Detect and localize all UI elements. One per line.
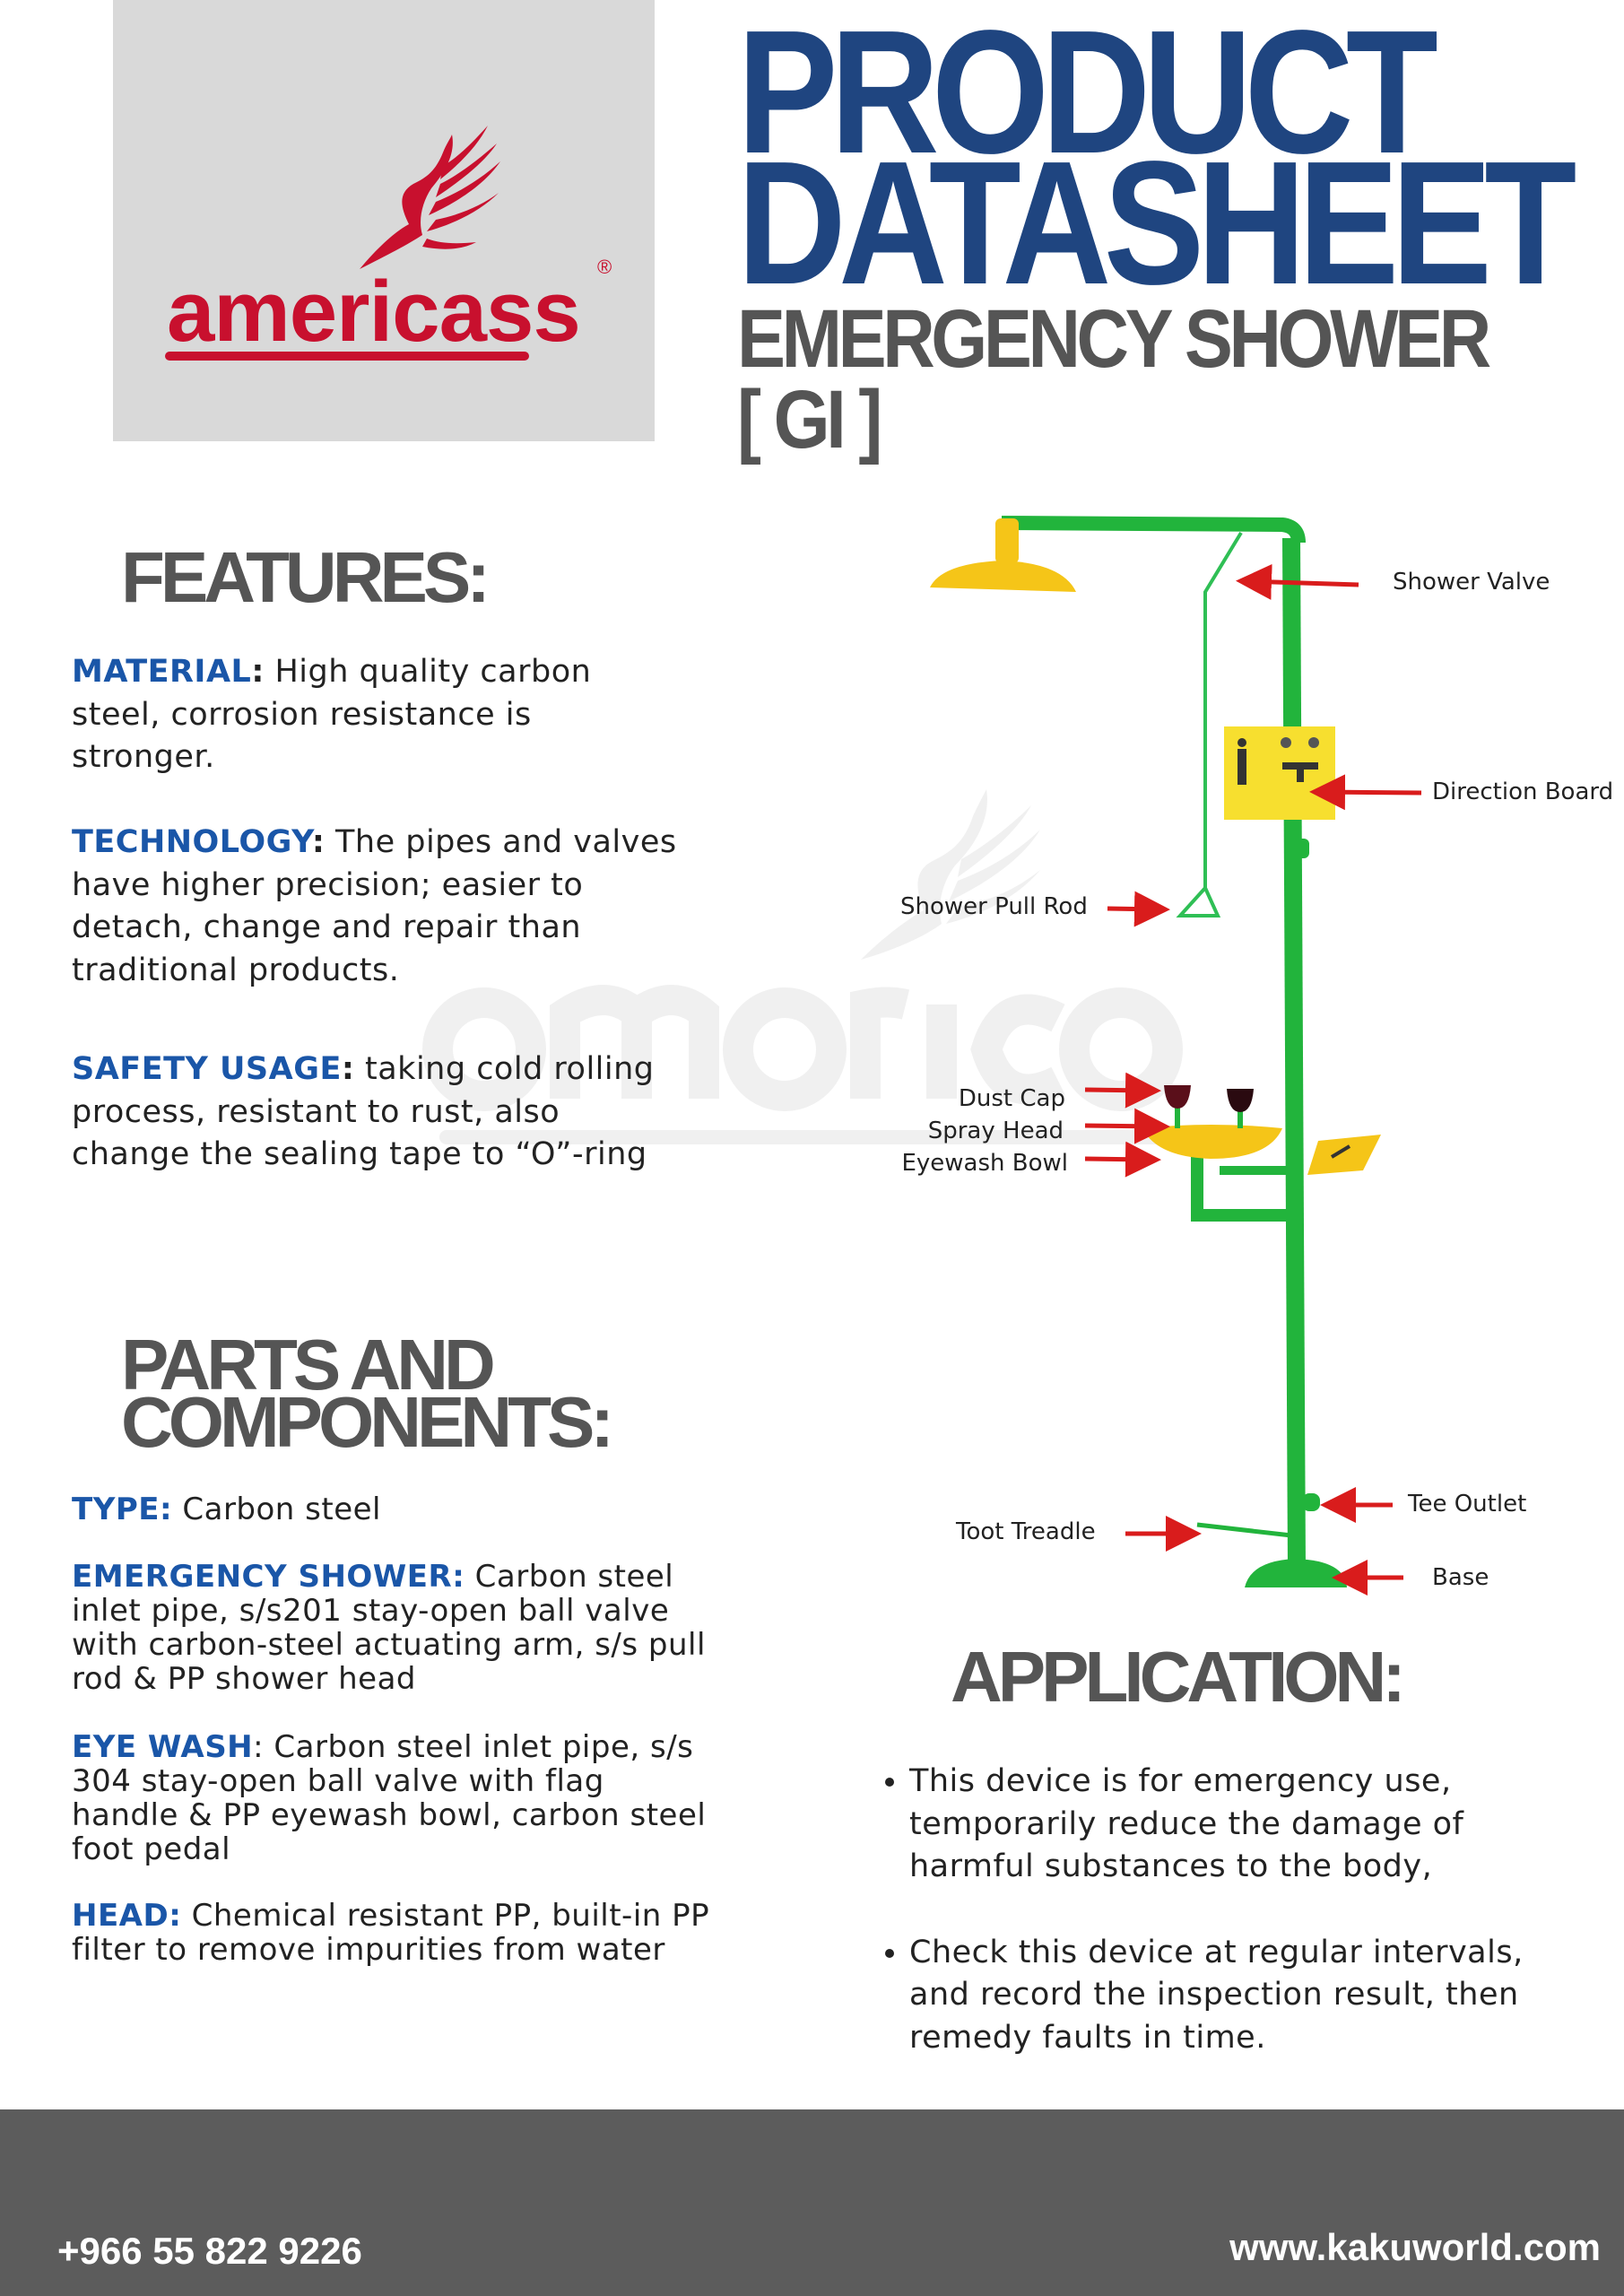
part-key: EYE WASH xyxy=(72,1729,254,1765)
application-list: This device is for emergency use, tempor… xyxy=(879,1761,1573,2102)
feature-technology: TECHNOLOGY: The pipes and valves have hi… xyxy=(72,822,682,992)
label-base: Base xyxy=(1432,1564,1489,1591)
feature-safety-usage: SAFETY USAGE: taking cold rolling proces… xyxy=(72,1048,682,1177)
product-variant: [ GI ] xyxy=(737,374,882,465)
callout-arrows xyxy=(1084,563,1422,1596)
label-tee-outlet: Tee Outlet xyxy=(1408,1491,1527,1518)
emergency-shower-diagram xyxy=(930,515,1422,1596)
part-text: Chemical resistant PP, built-in PP filte… xyxy=(72,1898,710,1968)
feature-key: TECHNOLOGY xyxy=(72,824,312,860)
logo-wordmark: americass xyxy=(167,264,580,360)
part-text: Carbon steel xyxy=(172,1492,381,1527)
part-key: EMERGENCY SHOWER: xyxy=(72,1559,465,1595)
wing-logo-icon: americass ® xyxy=(165,126,612,361)
parts-heading-line-2: COMPONENTS: xyxy=(121,1382,614,1462)
label-direction-board: Direction Board xyxy=(1432,778,1614,805)
part-key: HEAD: xyxy=(72,1898,182,1934)
footer: +966 55 822 9226 www.kakuworld.com xyxy=(0,2109,1624,2296)
arrow-dust-cap xyxy=(1084,1072,1161,1109)
application-bullet: This device is for emergency use, tempor… xyxy=(909,1761,1573,1889)
feature-key: MATERIAL xyxy=(72,654,252,690)
title-line-1: PRODUCT xyxy=(737,0,1438,190)
part-text: : Carbon steel inlet pipe, s/s 304 stay-… xyxy=(72,1729,707,1867)
shower-illustration xyxy=(930,515,1381,1587)
logo-registered-mark: ® xyxy=(597,256,612,278)
part-head: HEAD: Chemical resistant PP, built-in PP… xyxy=(72,1899,717,1967)
product-name: EMERGENCY SHOWER xyxy=(737,293,1491,385)
part-key: TYPE: xyxy=(72,1492,173,1527)
arrow-eyewash-bowl xyxy=(1084,1141,1161,1178)
part-type: TYPE: Carbon steel xyxy=(72,1492,717,1526)
part-emergency-shower: EMERGENCY SHOWER: Carbon steel inlet pip… xyxy=(72,1560,717,1696)
feature-sep: : xyxy=(251,654,265,690)
label-toot-treadle: Toot Treadle xyxy=(956,1518,1096,1545)
application-bullet: Check this device at regular intervals, … xyxy=(909,1932,1573,2060)
feature-text: High quality carbon steel, corrosion res… xyxy=(72,654,592,775)
feature-text: The pipes and valves have higher precisi… xyxy=(72,824,677,988)
features-heading: FEATURES: xyxy=(121,537,491,617)
application-heading: APPLICATION: xyxy=(951,1637,1406,1717)
label-shower-valve: Shower Valve xyxy=(1393,569,1550,596)
feature-material: MATERIAL: High quality carbon steel, cor… xyxy=(72,651,682,779)
feature-text: taking cold rolling process, resistant t… xyxy=(72,1051,655,1172)
feature-key: SAFETY USAGE xyxy=(72,1051,342,1087)
feature-sep: : xyxy=(341,1051,355,1087)
parts-heading-line-1: PARTS AND xyxy=(121,1325,496,1405)
watermark-logo xyxy=(422,789,1183,1144)
feature-sep: : xyxy=(311,824,326,860)
part-text: Carbon steel inlet pipe, s/s201 stay-ope… xyxy=(72,1559,706,1697)
website-link[interactable]: www.kakuworld.com xyxy=(1229,2226,1601,2268)
brand-logo: americass ® xyxy=(113,0,655,441)
phone-number: +966 55 822 9226 xyxy=(57,2230,362,2272)
label-dust-cap: Dust Cap xyxy=(958,1085,1065,1112)
arrow-shower-valve xyxy=(1236,563,1359,600)
label-shower-pull-rod: Shower Pull Rod xyxy=(900,893,1088,920)
label-eyewash-bowl: Eyewash Bowl xyxy=(901,1150,1068,1177)
label-spray-head: Spray Head xyxy=(927,1118,1064,1144)
arrow-direction-board xyxy=(1309,774,1422,811)
title-line-2: DATASHEET xyxy=(737,125,1576,321)
part-eye-wash: EYE WASH: Carbon steel inlet pipe, s/s 3… xyxy=(72,1730,717,1866)
